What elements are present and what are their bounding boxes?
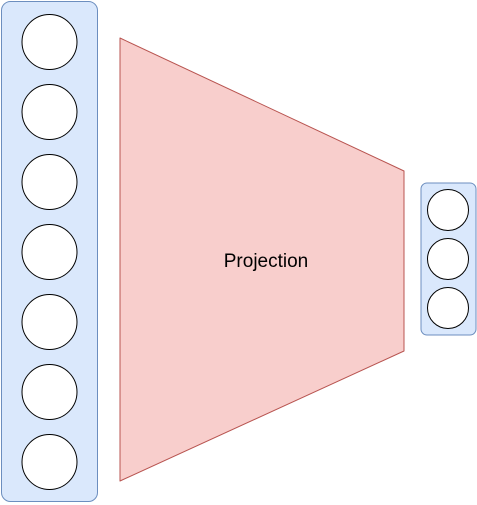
input-nodes bbox=[21, 14, 78, 490]
projection-label: Projection bbox=[224, 251, 309, 272]
input-node-3 bbox=[21, 154, 78, 210]
input-node-1 bbox=[21, 14, 78, 70]
output-node-2 bbox=[427, 238, 469, 280]
projection-trapezoid bbox=[119, 37, 405, 482]
output-node-3 bbox=[427, 287, 469, 329]
input-node-4 bbox=[21, 224, 78, 280]
input-node-7 bbox=[21, 434, 78, 490]
input-node-5 bbox=[21, 294, 78, 350]
output-node-1 bbox=[427, 189, 469, 231]
output-nodes bbox=[427, 189, 469, 329]
input-node-6 bbox=[21, 364, 78, 420]
input-node-2 bbox=[21, 84, 78, 140]
